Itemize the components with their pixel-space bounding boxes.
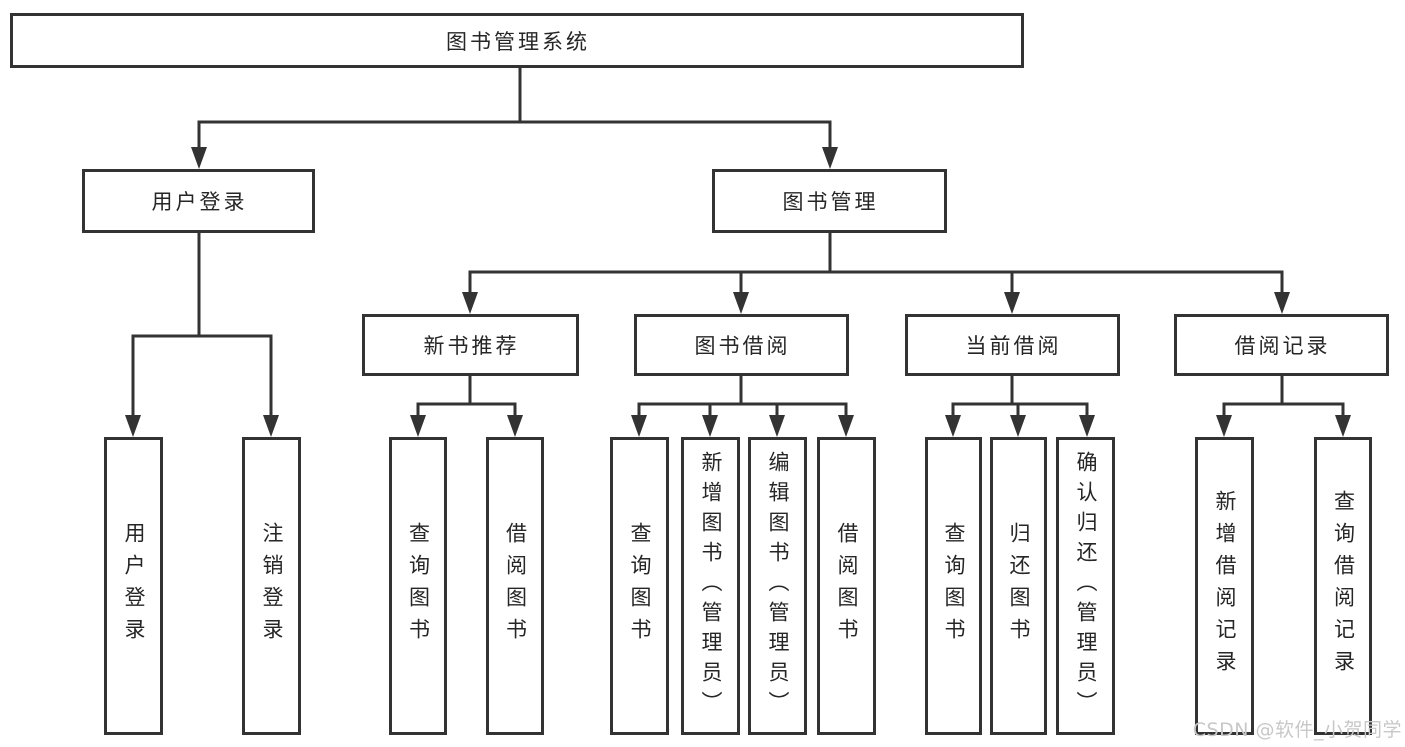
leaf-query-borrow-record-label: 查询借阅记录	[1331, 490, 1356, 682]
node-user-login-label: 用户登录	[151, 190, 248, 214]
tree-edges	[131, 68, 1345, 417]
node-user-login: 用户登录	[82, 169, 315, 233]
leaf-user-login-label: 用户登录	[122, 522, 146, 650]
leaf-add-books-admin-label: 新增图书（管理员）	[699, 451, 723, 721]
leaf-return-books: 归还图书	[990, 437, 1047, 735]
leaf-borrow-books-recommend: 借阅图书	[486, 437, 544, 735]
leaf-query-books-borrow-label: 查询图书	[628, 522, 652, 650]
leaf-return-books-label: 归还图书	[1007, 522, 1031, 650]
leaf-borrow-books-label: 借阅图书	[835, 522, 859, 650]
leaf-logout: 注销登录	[242, 437, 301, 735]
leaf-query-books-recommend-label: 查询图书	[406, 522, 431, 650]
leaf-add-borrow-record: 新增借阅记录	[1195, 437, 1254, 735]
node-borrowing-records: 借阅记录	[1174, 314, 1389, 376]
leaf-user-login: 用户登录	[104, 437, 163, 735]
leaf-query-books-current: 查询图书	[925, 437, 982, 735]
leaf-add-books-admin: 新增图书（管理员）	[681, 437, 740, 735]
leaf-query-books-borrow: 查询图书	[610, 437, 669, 735]
leaf-add-borrow-record-label: 新增借阅记录	[1213, 490, 1237, 682]
node-current-borrowing: 当前借阅	[905, 314, 1120, 376]
leaf-logout-label: 注销登录	[260, 522, 284, 650]
node-root: 图书管理系统	[10, 13, 1024, 68]
leaf-edit-books-admin: 编辑图书（管理员）	[748, 437, 807, 735]
node-book-management: 图书管理	[712, 169, 947, 233]
node-book-borrowing-label: 图书借阅	[694, 334, 791, 358]
node-book-management-label: 图书管理	[782, 190, 879, 214]
leaf-borrow-books: 借阅图书	[817, 437, 876, 735]
leaf-query-borrow-record: 查询借阅记录	[1314, 437, 1372, 735]
node-new-book-recommendation-label: 新书推荐	[423, 334, 520, 358]
arrowheads	[125, 147, 1351, 437]
leaf-confirm-return-admin-label: 确认归还（管理员）	[1074, 451, 1098, 721]
csdn-watermark: CSDN @软件_小贺同学	[1192, 719, 1402, 741]
leaf-edit-books-admin-label: 编辑图书（管理员）	[766, 451, 790, 721]
node-root-label: 图书管理系统	[446, 29, 590, 54]
leaf-confirm-return-admin: 确认归还（管理员）	[1056, 437, 1115, 735]
node-book-borrowing: 图书借阅	[634, 314, 849, 376]
leaf-query-books-recommend: 查询图书	[389, 437, 447, 735]
leaf-borrow-books-recommend-label: 借阅图书	[503, 522, 528, 650]
node-current-borrowing-label: 当前借阅	[965, 334, 1062, 358]
leaf-query-books-current-label: 查询图书	[942, 522, 966, 650]
node-borrowing-records-label: 借阅记录	[1234, 334, 1331, 358]
node-new-book-recommendation: 新书推荐	[362, 314, 579, 376]
